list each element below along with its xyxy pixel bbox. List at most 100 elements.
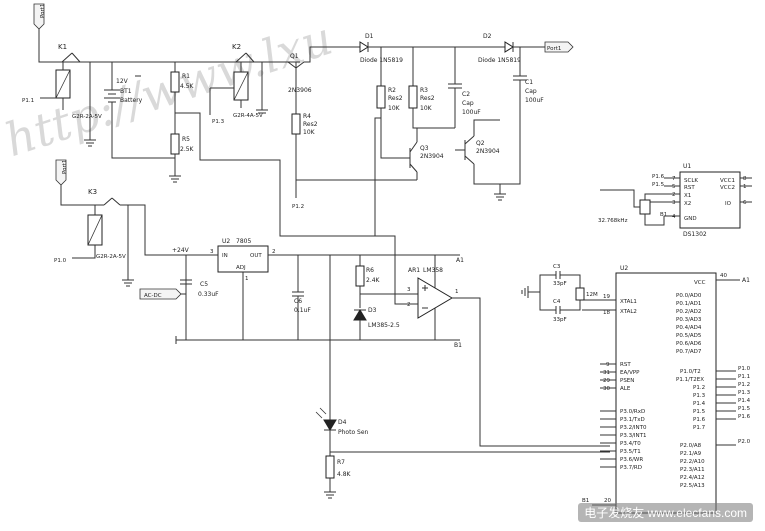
photodiode-value: Photo Sen [338, 429, 369, 436]
port1-top-label: Port1 [40, 4, 46, 18]
mcu-p1-5: P1.5 [693, 409, 706, 415]
transistor-q3-value: 2N3904 [420, 153, 444, 160]
rtc-num-5: 5 [672, 184, 676, 190]
relay-k2-pin: P1.3 [212, 119, 225, 125]
transistor-q2-ref: Q2 [476, 140, 485, 147]
relay-k3-model: G2R-2A-5V [96, 254, 126, 260]
resistor-r2: R2 Res2 10K [376, 47, 410, 159]
rtc-num-6: 6 [743, 200, 747, 206]
mcu-p1-3: P1.3 [693, 393, 706, 399]
mcu-p0-4: P0.4/AD4 [676, 325, 702, 331]
capacitor-c3-ref: C3 [553, 264, 561, 270]
mcu-net-p12: P1.2 [738, 382, 750, 388]
mcu-p3-7: P3.7/RD [620, 465, 642, 471]
capacitor-c1: C1 Cap 100uF [494, 47, 544, 201]
mcu-net-p11: P1.1 [738, 374, 750, 380]
mcu-net-p14: P1.4 [738, 398, 751, 404]
mcu-net-p20: P2.0 [738, 439, 751, 445]
resistor-r7-value: 4.8K [337, 471, 352, 478]
regulator-adj-label: ADJ [236, 265, 246, 271]
mcu-ref: U2 [620, 265, 628, 272]
rtc-num-1: 1 [743, 184, 747, 190]
resistor-r5: R5 2.5K [169, 133, 195, 183]
battery-ref: BT1 [120, 88, 132, 95]
resistor-r3-value2: 10K [420, 105, 433, 112]
transistor-q1-value: 2N3906 [288, 87, 312, 94]
mcu-p2-4: P2.4/A12 [680, 475, 705, 481]
mcu-p3-5: P3.5/T1 [620, 449, 641, 455]
mcu-pin-vcc: 40 [720, 273, 727, 279]
resistor-r1-value: 4.5K [180, 83, 195, 90]
regulator-u2: U2 7805 IN OUT ADJ 3 2 1 [206, 238, 460, 340]
capacitor-c4-ref: C4 [553, 299, 561, 305]
mcu-p2-5: P2.5/A13 [680, 483, 705, 489]
mcu-p1-6: P1.6 [693, 417, 706, 423]
capacitor-c1-ref: C1 [525, 79, 533, 86]
transistor-q1: Q1 2N3906 [287, 46, 360, 114]
port1-right-label: Port1 [547, 46, 561, 52]
footer-logo: 电子发烧友 www.elecfans.com [578, 503, 753, 522]
capacitor-c1-value2: 100uF [525, 97, 544, 104]
mcu-right-nets: P1.0 P1.1 P1.2 P1.3 P1.4 P1.5 P1.6 P2.0 [738, 366, 751, 445]
r1-divider-net [175, 112, 375, 237]
mcu-p3-4: P3.4/T0 [620, 441, 641, 447]
rtc-num-3: 3 [672, 200, 676, 206]
capacitor-c2: C2 Cap 100uF [448, 47, 481, 128]
diode-d1-ref: D1 [365, 33, 374, 40]
ac-dc-label: AC-DC [144, 293, 162, 299]
mcu-p0-5: P0.5/AD5 [676, 333, 702, 339]
rtc-net-b1: B1 [660, 212, 667, 218]
capacitor-c6-ref: C6 [294, 298, 302, 305]
footer-logo-text: 电子发烧友 [584, 506, 645, 520]
diode-d3-value: LM385-2.5 [368, 322, 400, 329]
mcu-xtal1: XTAL1 [620, 299, 637, 305]
mcu-ctrl-ale: ALE [620, 386, 631, 392]
resistor-r3-ref: R3 [420, 87, 428, 94]
transistor-q1-ref: Q1 [290, 53, 299, 60]
rtc-pin-x1: X1 [684, 193, 691, 199]
mcu-p1-1: P1.1/T2EX [676, 377, 704, 383]
capacitor-c3-value: 33pF [553, 281, 567, 287]
mcu-p1-7: P1.7 [693, 425, 706, 431]
resistor-r4-value2: 10K [303, 129, 316, 136]
rtc-num-2: 2 [672, 192, 676, 198]
rtc-pin-vcc1: VCC1 [720, 178, 735, 184]
diode-d3-ref: D3 [368, 307, 377, 314]
resistor-r2-ref: R2 [388, 87, 396, 94]
mcu-port3: P3.0/RxD P3.1/TxD P3.2/INT0 P3.3/INT1 P3… [600, 409, 647, 471]
diode-d2-value: Diode 1N5819 [478, 57, 521, 64]
capacitor-c1-value: Cap [525, 88, 537, 95]
mcu-ctrl-rst: RST [620, 362, 631, 368]
rtc-pin-rst: RST [684, 185, 695, 191]
transistor-q1-net: P1.2 [292, 204, 304, 210]
opamp-ar1: AR1 LM358 3 2 1 [407, 255, 610, 447]
mcu-ctrl-psen: PSEN [620, 378, 634, 384]
top-rail-wire [38, 29, 300, 63]
opamp-pin-inn: 2 [407, 302, 411, 308]
opamp-part: LM358 [423, 267, 443, 274]
mcu-gnd-net: B1 [582, 498, 589, 504]
mcu-crystal-network: 12M C3 33pF C4 33pF [521, 264, 598, 323]
rtc-part: DS1302 [683, 231, 707, 238]
mcu-ctrl-pin-29: 29 [603, 378, 610, 384]
resistor-r3-value: Res2 [420, 95, 435, 102]
footer-site-text: www.elecfans.com [647, 506, 747, 520]
resistor-r2-value2: 10K [388, 105, 401, 112]
relay-k2: K2 P1.3 G2R-4A-5V [209, 43, 268, 125]
capacitor-c5-ref: C5 [200, 281, 208, 288]
rtc-net-p16: P1.6 [652, 174, 665, 180]
mcu-p0-0: P0.0/AD0 [676, 293, 702, 299]
mcu-net-p16: P1.6 [738, 414, 751, 420]
transistor-q2: Q2 2N3904 [455, 119, 500, 185]
opamp-out-to-q3 [374, 117, 381, 236]
battery-value: 12V [116, 78, 129, 85]
diode-d1: D1 Diode 1N5819 [359, 33, 505, 64]
resistor-r4-value: Res2 [303, 121, 318, 128]
mcu-pin-x2: 18 [603, 310, 610, 316]
resistor-r1-ref: R1 [182, 73, 190, 80]
capacitor-c2-value2: 100uF [462, 109, 481, 116]
vin-label: +24V [172, 247, 190, 254]
mcu-net-p15: P1.5 [738, 406, 751, 412]
